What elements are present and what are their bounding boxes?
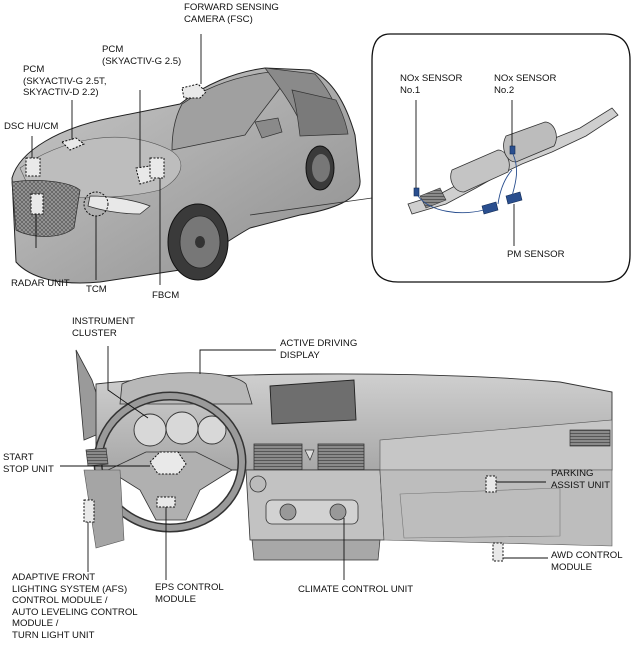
pcm-g25-marker xyxy=(135,165,155,185)
fsc-marker xyxy=(181,83,207,99)
label-eps-control-module: EPS CONTROL MODULE xyxy=(155,582,224,605)
awd-marker xyxy=(492,542,504,562)
car-leader-lines xyxy=(31,34,202,285)
label-dsc-hu-cm: DSC HU/CM xyxy=(4,121,59,132)
dsc-marker xyxy=(25,157,41,177)
interior-component-markers xyxy=(83,451,504,562)
eps-marker xyxy=(156,496,176,508)
label-parking-assist-unit: PARKING ASSIST UNIT xyxy=(551,468,610,491)
label-start-stop-unit: START STOP UNIT xyxy=(3,452,54,475)
label-pm-sensor: PM SENSOR xyxy=(507,249,565,260)
afs-marker xyxy=(83,499,95,523)
label-forward-sensing-camera: FORWARD SENSING CAMERA (FSC) xyxy=(184,2,279,25)
label-afs-control-module: ADAPTIVE FRONT LIGHTING SYSTEM (AFS) CON… xyxy=(12,572,138,641)
label-instrument-cluster: INSTRUMENT CLUSTER xyxy=(72,316,135,339)
fbcm-marker xyxy=(149,157,165,179)
label-pcm-g25: PCM (SKYACTIV-G 2.5) xyxy=(102,44,182,67)
label-radar-unit: RADAR UNIT xyxy=(11,278,70,289)
exhaust-inset xyxy=(371,33,631,283)
start-stop-marker xyxy=(149,451,187,475)
label-fbcm: FBCM xyxy=(152,290,180,301)
label-nox-sensor-2: NOx SENSOR No.2 xyxy=(494,73,557,96)
radar-marker xyxy=(30,193,44,215)
vehicle-exterior xyxy=(11,67,373,284)
label-active-driving-display: ACTIVE DRIVING DISPLAY xyxy=(280,338,358,361)
label-nox-sensor-1: NOx SENSOR No.1 xyxy=(400,73,463,96)
label-pcm-g25t-d22: PCM (SKYACTIV-G 2.5T, SKYACTIV-D 2.2) xyxy=(23,64,107,98)
label-tcm: TCM xyxy=(86,284,107,295)
vehicle-interior xyxy=(75,349,613,561)
car-component-markers xyxy=(25,83,207,217)
pcm-g25t-marker xyxy=(61,137,85,151)
label-climate-control-unit: CLIMATE CONTROL UNIT xyxy=(298,584,414,595)
parking-marker xyxy=(485,475,497,493)
label-awd-control-module: AWD CONTROL MODULE xyxy=(551,550,623,573)
interior-leader-lines xyxy=(60,346,548,580)
